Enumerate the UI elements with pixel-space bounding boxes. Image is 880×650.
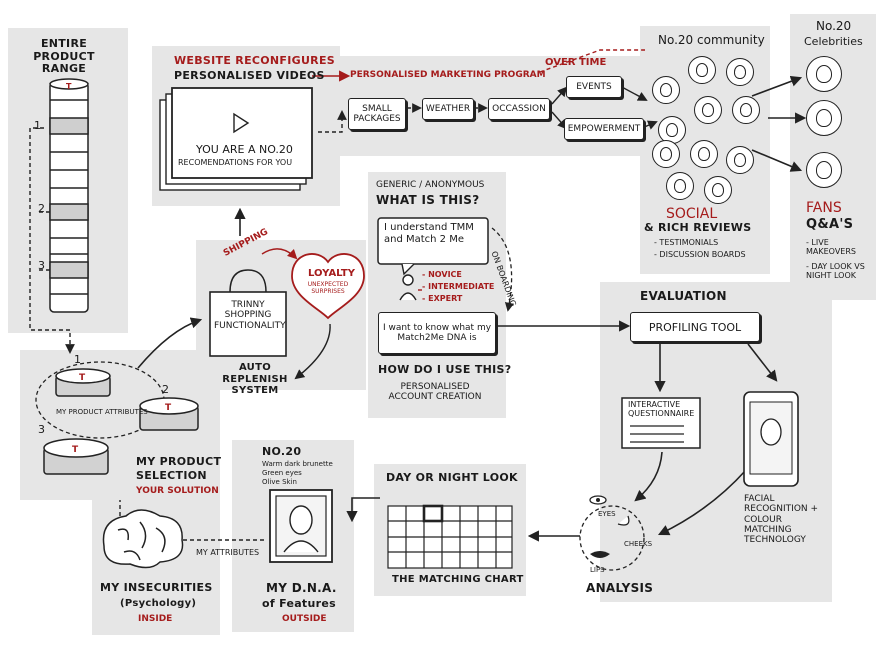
insecurities-sub: (Psychology) <box>120 598 197 609</box>
selection-number-1: 1 <box>74 353 81 366</box>
surprises-label: Unexpected Surprises <box>307 281 349 295</box>
selection-title-1: My Product <box>136 455 222 468</box>
level-expert: - Expert <box>422 294 463 303</box>
evaluation-title: Evaluation <box>640 289 727 303</box>
personalised-videos: Personalised Videos <box>174 69 325 82</box>
svg-text:T: T <box>79 373 86 383</box>
selection-number-3: 3 <box>38 423 45 436</box>
dna-trait-eyes: Green eyes <box>262 469 302 477</box>
generic-anonymous: Generic / Anonymous <box>376 180 485 190</box>
speech-bubble-text: I understand TMM and Match 2 Me <box>384 222 474 245</box>
what-is-this: What is this? <box>376 193 480 207</box>
dna-number: No.20 <box>262 445 302 458</box>
facial-recognition: Facial Recognition + Colour Matching Tec… <box>744 494 819 546</box>
bag-text: Trinny Shopping Functionality <box>214 300 286 331</box>
insecurities-inside: Inside <box>138 614 173 624</box>
dna-title: My D.N.A. <box>266 581 337 595</box>
community-item-discussion: - Discussion Boards <box>654 250 746 259</box>
how-do-i-use: How do I use this? <box>378 363 512 376</box>
screen-line-1: You are a No.20 <box>196 143 293 156</box>
personalised-marketing-program: Personalised Marketing Program <box>350 70 546 80</box>
face-icon <box>688 56 716 84</box>
analysis-part-cheeks: Cheeks <box>624 540 653 548</box>
selection-title-2: Selection <box>136 469 207 482</box>
face-icon <box>690 140 718 168</box>
box-empowerment: Empowerment <box>564 118 644 140</box>
product-stack <box>49 78 89 313</box>
face-icon <box>732 96 760 124</box>
celebrity-face-icon <box>806 152 842 188</box>
what-panel <box>368 172 506 418</box>
svg-text:T: T <box>72 445 79 455</box>
my-attributes-label: My attributes <box>196 548 260 557</box>
day-night-title: Day or Night Look <box>386 471 518 484</box>
face-icon <box>704 176 732 204</box>
want-to-know-box: I want to know what my Match2Me DNA is <box>378 312 496 354</box>
insecurities-title: My Insecurities <box>100 581 213 594</box>
box-events: Events <box>566 76 622 98</box>
matching-chart-grid <box>387 504 513 569</box>
box-occassion: Occassion <box>488 98 550 120</box>
website-reconfigures: Website Reconfigures <box>174 54 335 67</box>
questionnaire-title: Interactive Questionnaire <box>628 400 695 419</box>
box-small-packages: Small Packages <box>348 98 406 130</box>
range-marker-2: 2 <box>38 202 45 215</box>
rich-reviews-heading: & Rich Reviews <box>644 221 752 234</box>
level-novice: - Novice <box>422 270 462 279</box>
fans-heading: Fans <box>806 200 842 216</box>
matching-chart-label: The Matching Chart <box>392 574 524 585</box>
face-icon <box>652 140 680 168</box>
celebrities-title-1: No.20 <box>816 19 852 33</box>
celeb-item-day-night: - Day look vs night look <box>806 262 865 281</box>
face-icon <box>694 96 722 124</box>
community-item-testimonials: - Testimonials <box>654 238 719 247</box>
svg-text:T: T <box>165 403 172 413</box>
product-attributes-label: My product attributes <box>56 408 148 416</box>
face-icon <box>726 58 754 86</box>
range-marker-1: 1 <box>34 119 41 132</box>
celebrity-face-icon <box>806 100 842 136</box>
dna-outside: Outside <box>282 614 327 624</box>
celebrities-title-2: Celebrities <box>804 35 863 48</box>
account-creation: Personalised Account Creation <box>388 382 482 403</box>
range-title: Entire Product Range <box>33 37 95 76</box>
analysis-part-lips: Lips <box>590 566 605 574</box>
analysis-title: Analysis <box>586 581 654 595</box>
dna-trait-hair: Warm dark brunette <box>262 460 333 468</box>
level-intermediate: - Intermediate <box>422 282 495 291</box>
celeb-item-live: - Live makeovers <box>806 238 856 257</box>
social-heading: Social <box>666 206 718 222</box>
your-solution: Your Solution <box>136 486 219 496</box>
screen-line-2: Recomendations for you <box>178 158 293 167</box>
range-marker-3: 3 <box>38 259 45 272</box>
face-icon <box>652 76 680 104</box>
svg-text:T: T <box>66 82 72 91</box>
brain-sketch <box>102 509 184 569</box>
face-icon <box>726 146 754 174</box>
face-icon <box>666 172 694 200</box>
auto-replenish: Auto Replenish System <box>222 362 288 396</box>
dna-trait-skin: Olive Skin <box>262 478 297 486</box>
community-title: No.20 community <box>658 33 765 47</box>
qa-heading: Q&A's <box>806 217 854 232</box>
over-time: Over Time <box>545 57 607 68</box>
profiling-tool-box: Profiling Tool <box>630 312 760 342</box>
box-weather: Weather <box>422 98 474 120</box>
celebrity-face-icon <box>806 56 842 92</box>
analysis-part-eyes: Eyes <box>598 510 616 518</box>
selection-number-2: 2 <box>162 383 169 396</box>
loyalty-label: Loyalty <box>308 268 355 279</box>
face-icon <box>658 116 686 144</box>
dna-sub: of Features <box>262 597 336 610</box>
